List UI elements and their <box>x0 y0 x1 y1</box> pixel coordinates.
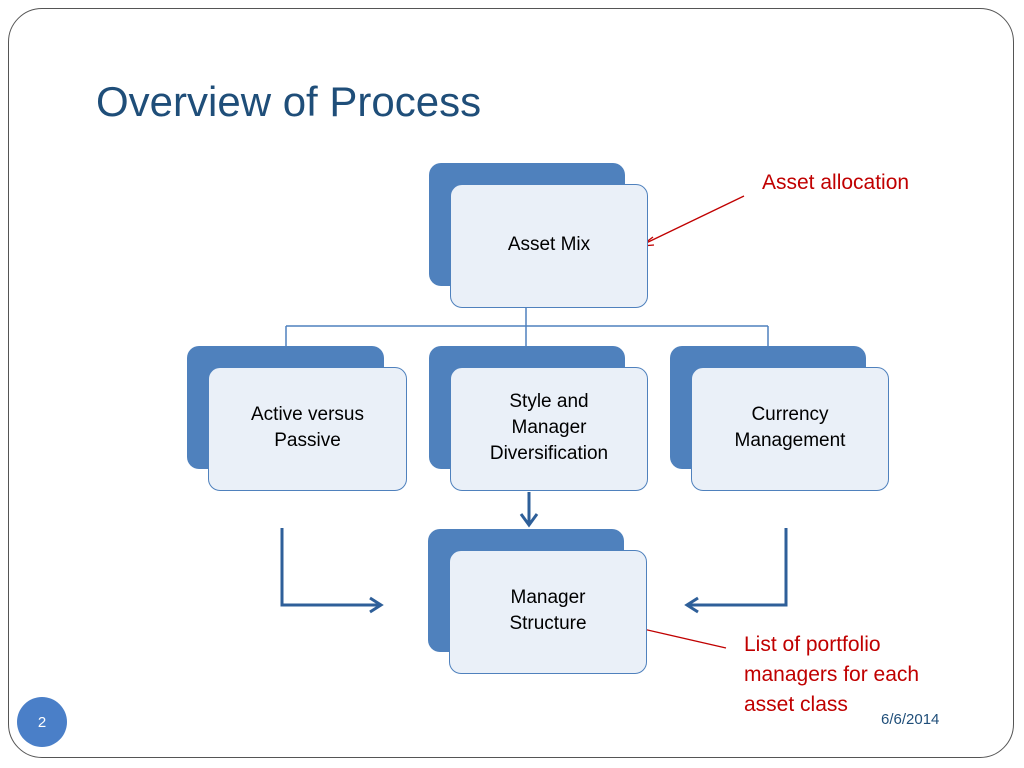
slide-date: 6/6/2014 <box>881 711 940 728</box>
node-currency-label: Currency Management <box>734 404 846 451</box>
down-arrow-head <box>519 513 539 528</box>
left-elbow-arrow-head <box>369 596 384 614</box>
node-style-manager-label: Style and Manager Diversification <box>489 391 609 464</box>
callout-asset-allocation: Asset allocation <box>762 171 910 194</box>
slide-title: Overview of Process <box>96 78 482 125</box>
right-elbow-arrow <box>688 528 788 607</box>
right-elbow-arrow-head <box>684 596 699 614</box>
slide-number-badge: 2 <box>17 697 67 747</box>
callout-arrow-asset-allocation <box>641 195 745 246</box>
node-asset-mix-label: Asset Mix <box>507 234 591 255</box>
left-elbow-arrow <box>280 528 380 607</box>
node-manager-structure-label: Manager Structure <box>509 587 587 634</box>
callout-portfolio-managers: List of portfolio managers for each asse… <box>744 633 920 716</box>
slide-number: 2 <box>37 713 47 731</box>
node-active-passive-label: Active versus Passive <box>251 404 364 451</box>
slide-frame <box>8 8 1014 758</box>
